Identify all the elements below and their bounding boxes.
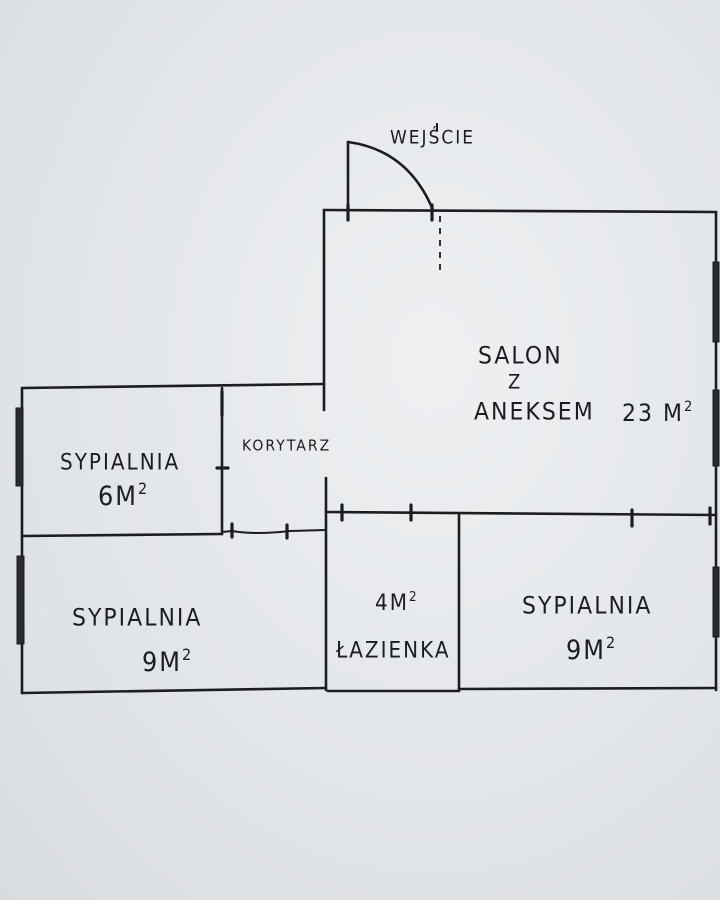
salon-name-line1: SALON [478, 342, 563, 371]
salon-name-line2: Z [508, 370, 523, 395]
window-salon-lower [712, 389, 720, 467]
lazienka-name: ŁAZIENKA [336, 636, 451, 664]
window-bedroom-right [712, 566, 720, 638]
window-left-upper [15, 407, 24, 487]
window-left-lower [16, 555, 25, 645]
entrance-door [346, 123, 441, 276]
salon-walls [322, 208, 718, 692]
salon-area: 23 M2 [622, 398, 693, 428]
bottom-right-walls [324, 503, 718, 693]
sypialnia-6-area: 6M2 [98, 480, 148, 512]
sypialnia-9-left-name: SYPIALNIA [72, 604, 203, 633]
salon-name-line3: ANEKSEM [474, 398, 595, 427]
entrance-label: WEJŚCIE [390, 127, 475, 149]
sypialnia-9-right-area: 9M2 [566, 634, 616, 666]
sypialnia-6-name: SYPIALNIA [60, 448, 181, 476]
window-salon-upper [712, 261, 720, 343]
sypialnia-9-right-name: SYPIALNIA [522, 592, 653, 621]
sypialnia-9-left-area: 9M2 [142, 646, 192, 678]
lazienka-area: 4M2 [375, 588, 417, 616]
korytarz-label: KORYTARZ [242, 437, 332, 455]
